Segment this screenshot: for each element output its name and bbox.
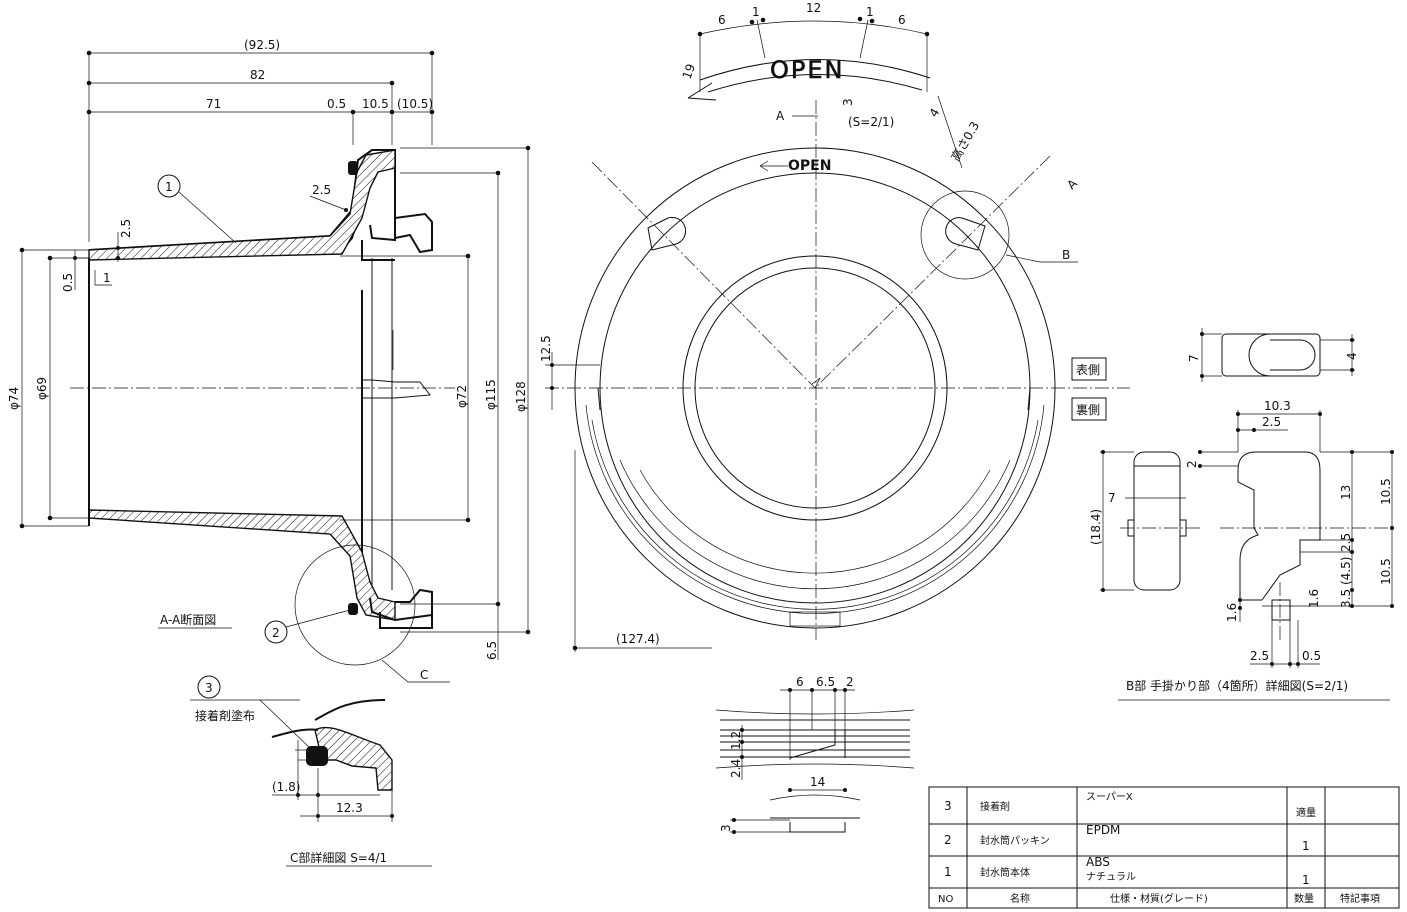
rib-dim-2: 2: [846, 675, 854, 689]
arc-dim-19: 19: [680, 62, 698, 81]
row1-no: 1: [944, 865, 952, 879]
dim-1-8: (1.8): [272, 780, 300, 794]
b-dim-18-4: (18.4): [1089, 509, 1103, 545]
section-a-marker-2: A: [1064, 176, 1080, 192]
b-dim-2: 2: [1185, 460, 1199, 468]
rib-dim-14: 14: [810, 775, 825, 789]
row1-name: 封水筒本体: [980, 866, 1030, 879]
b-dim-7-top: 7: [1187, 354, 1201, 362]
b-dim-10-5-top: 10.5: [1379, 478, 1393, 505]
open-label-large: OPEN: [770, 56, 844, 84]
row2-qty: 1: [1302, 839, 1310, 853]
b-dim-1-6-right: 1.6: [1307, 589, 1321, 608]
dim-2-5-fillet: 2.5: [312, 183, 331, 197]
section-title: A-A断面図: [160, 612, 216, 627]
balloon-3: 3: [205, 681, 213, 695]
b-dim-3-5: 3.5: [1339, 589, 1353, 608]
arc-dim-1-left: 1: [752, 5, 760, 19]
dim-0-5-lip: 0.5: [61, 273, 75, 292]
b-dim-13: 13: [1339, 485, 1353, 500]
scale-note: (S=2/1): [848, 115, 894, 129]
dim-12-5: 12.5: [539, 335, 553, 362]
dim-0-5: 0.5: [327, 97, 346, 111]
header-spec: 仕様・材質(グレード): [1110, 892, 1208, 905]
dim-10-5-ref: (10.5): [397, 97, 433, 111]
rib-dim-1-2: 1.2: [729, 731, 743, 750]
arc-dim-4: 4: [926, 106, 942, 120]
detail-b-title: B部 手掛かり部（4箇所）詳細図(S=2/1): [1126, 678, 1348, 693]
plan-view: OPEN 6 1 12 1 6 19 3 4 高さ0.3 (S=2/1) A: [539, 1, 1130, 652]
row3-no: 3: [944, 799, 952, 813]
row1-spec2: ナチュラル: [1086, 871, 1136, 883]
parts-table: 3 接着剤 スーパーX 適量 2 封水筒パッキン EPDM 1 1 封水筒本体 …: [928, 786, 1400, 909]
arc-dim-6-right: 6: [898, 13, 906, 27]
dim-phi-115: φ115: [484, 379, 498, 410]
rib-dim-2-4: 2.4: [729, 759, 743, 778]
arc-dim-1-right: 1: [866, 5, 874, 19]
b-dim-2-5-bottom: 2.5: [1250, 649, 1269, 663]
dim-phi-72: φ72: [455, 385, 469, 408]
detail-c: 3 接着剤塗布 (1.8) 12.3 C部詳細図 S=4/1: [190, 675, 432, 867]
rib-dim-6: 6: [796, 675, 804, 689]
dim-2-5-wall: 2.5: [119, 219, 133, 238]
dim-71: 71: [206, 97, 221, 111]
row2-name: 封水筒パッキン: [980, 834, 1050, 847]
row3-qty: 適量: [1296, 806, 1316, 819]
dim-phi-128: φ128: [514, 381, 528, 412]
row2-spec: EPDM: [1086, 823, 1120, 837]
dim-92-5: (92.5): [244, 38, 280, 52]
detail-b-marker: B: [1062, 248, 1070, 262]
dim-phi-69: φ69: [35, 377, 49, 400]
arc-dim-3: 3: [841, 98, 855, 106]
b-dim-0-5-bottom: 0.5: [1302, 649, 1321, 663]
b-dim-10-5-bottom: 10.5: [1379, 558, 1393, 585]
rib-dim-6-5: 6.5: [816, 675, 835, 689]
row2-no: 2: [944, 833, 952, 847]
b-dim-4-top: 4: [1345, 352, 1359, 360]
balloon-2: 2: [272, 626, 280, 640]
header-qty: 数量: [1294, 892, 1314, 905]
b-dim-1-6-left: 1.6: [1225, 603, 1239, 622]
face-back-label: 裏側: [1076, 402, 1100, 417]
face-front-label: 表側: [1076, 363, 1100, 377]
row1-spec: ABS: [1086, 855, 1110, 869]
b-dim-7-side: 7: [1108, 491, 1116, 505]
row3-name: 接着剤: [980, 800, 1010, 813]
detail-b: 7 4 (18.4) 7 10.3 2.5 2: [1089, 328, 1394, 701]
b-dim-4-5: (4.5): [1339, 557, 1353, 585]
arc-dim-12: 12: [806, 1, 821, 15]
arc-dim-6-left: 6: [718, 13, 726, 27]
section-view: (92.5) 82 71 0.5 10.5 (10.5): [7, 38, 531, 683]
detail-c-title: C部詳細図 S=4/1: [290, 850, 387, 865]
adhesive-note: 接着剤塗布: [195, 708, 255, 723]
section-a-marker: A: [776, 109, 785, 123]
header-no: NO: [938, 894, 953, 905]
rib-detail: 6 6.5 2 1.2 2.4 14 3: [715, 675, 915, 834]
dim-82: 82: [250, 68, 265, 82]
dim-12-3: 12.3: [336, 801, 363, 815]
row3-spec: スーパーX: [1086, 791, 1133, 803]
header-name: 名称: [1010, 892, 1030, 905]
header-note: 特記事項: [1340, 892, 1380, 905]
dim-1-lip: 1: [103, 271, 111, 285]
rib-dim-3: 3: [719, 824, 733, 832]
balloon-1: 1: [165, 180, 173, 194]
b-dim-10-3: 10.3: [1264, 399, 1291, 413]
b-dim-2-5-side: 2.5: [1339, 533, 1353, 552]
row1-qty: 1: [1302, 873, 1310, 887]
detail-c-marker: C: [420, 668, 428, 682]
b-dim-2-5-top: 2.5: [1262, 415, 1281, 429]
dim-10-5: 10.5: [362, 97, 389, 111]
dim-127-4: (127.4): [616, 632, 660, 646]
dim-phi-74: φ74: [7, 387, 21, 410]
dim-6-5: 6.5: [485, 641, 499, 660]
open-label-small: OPEN: [788, 158, 831, 174]
